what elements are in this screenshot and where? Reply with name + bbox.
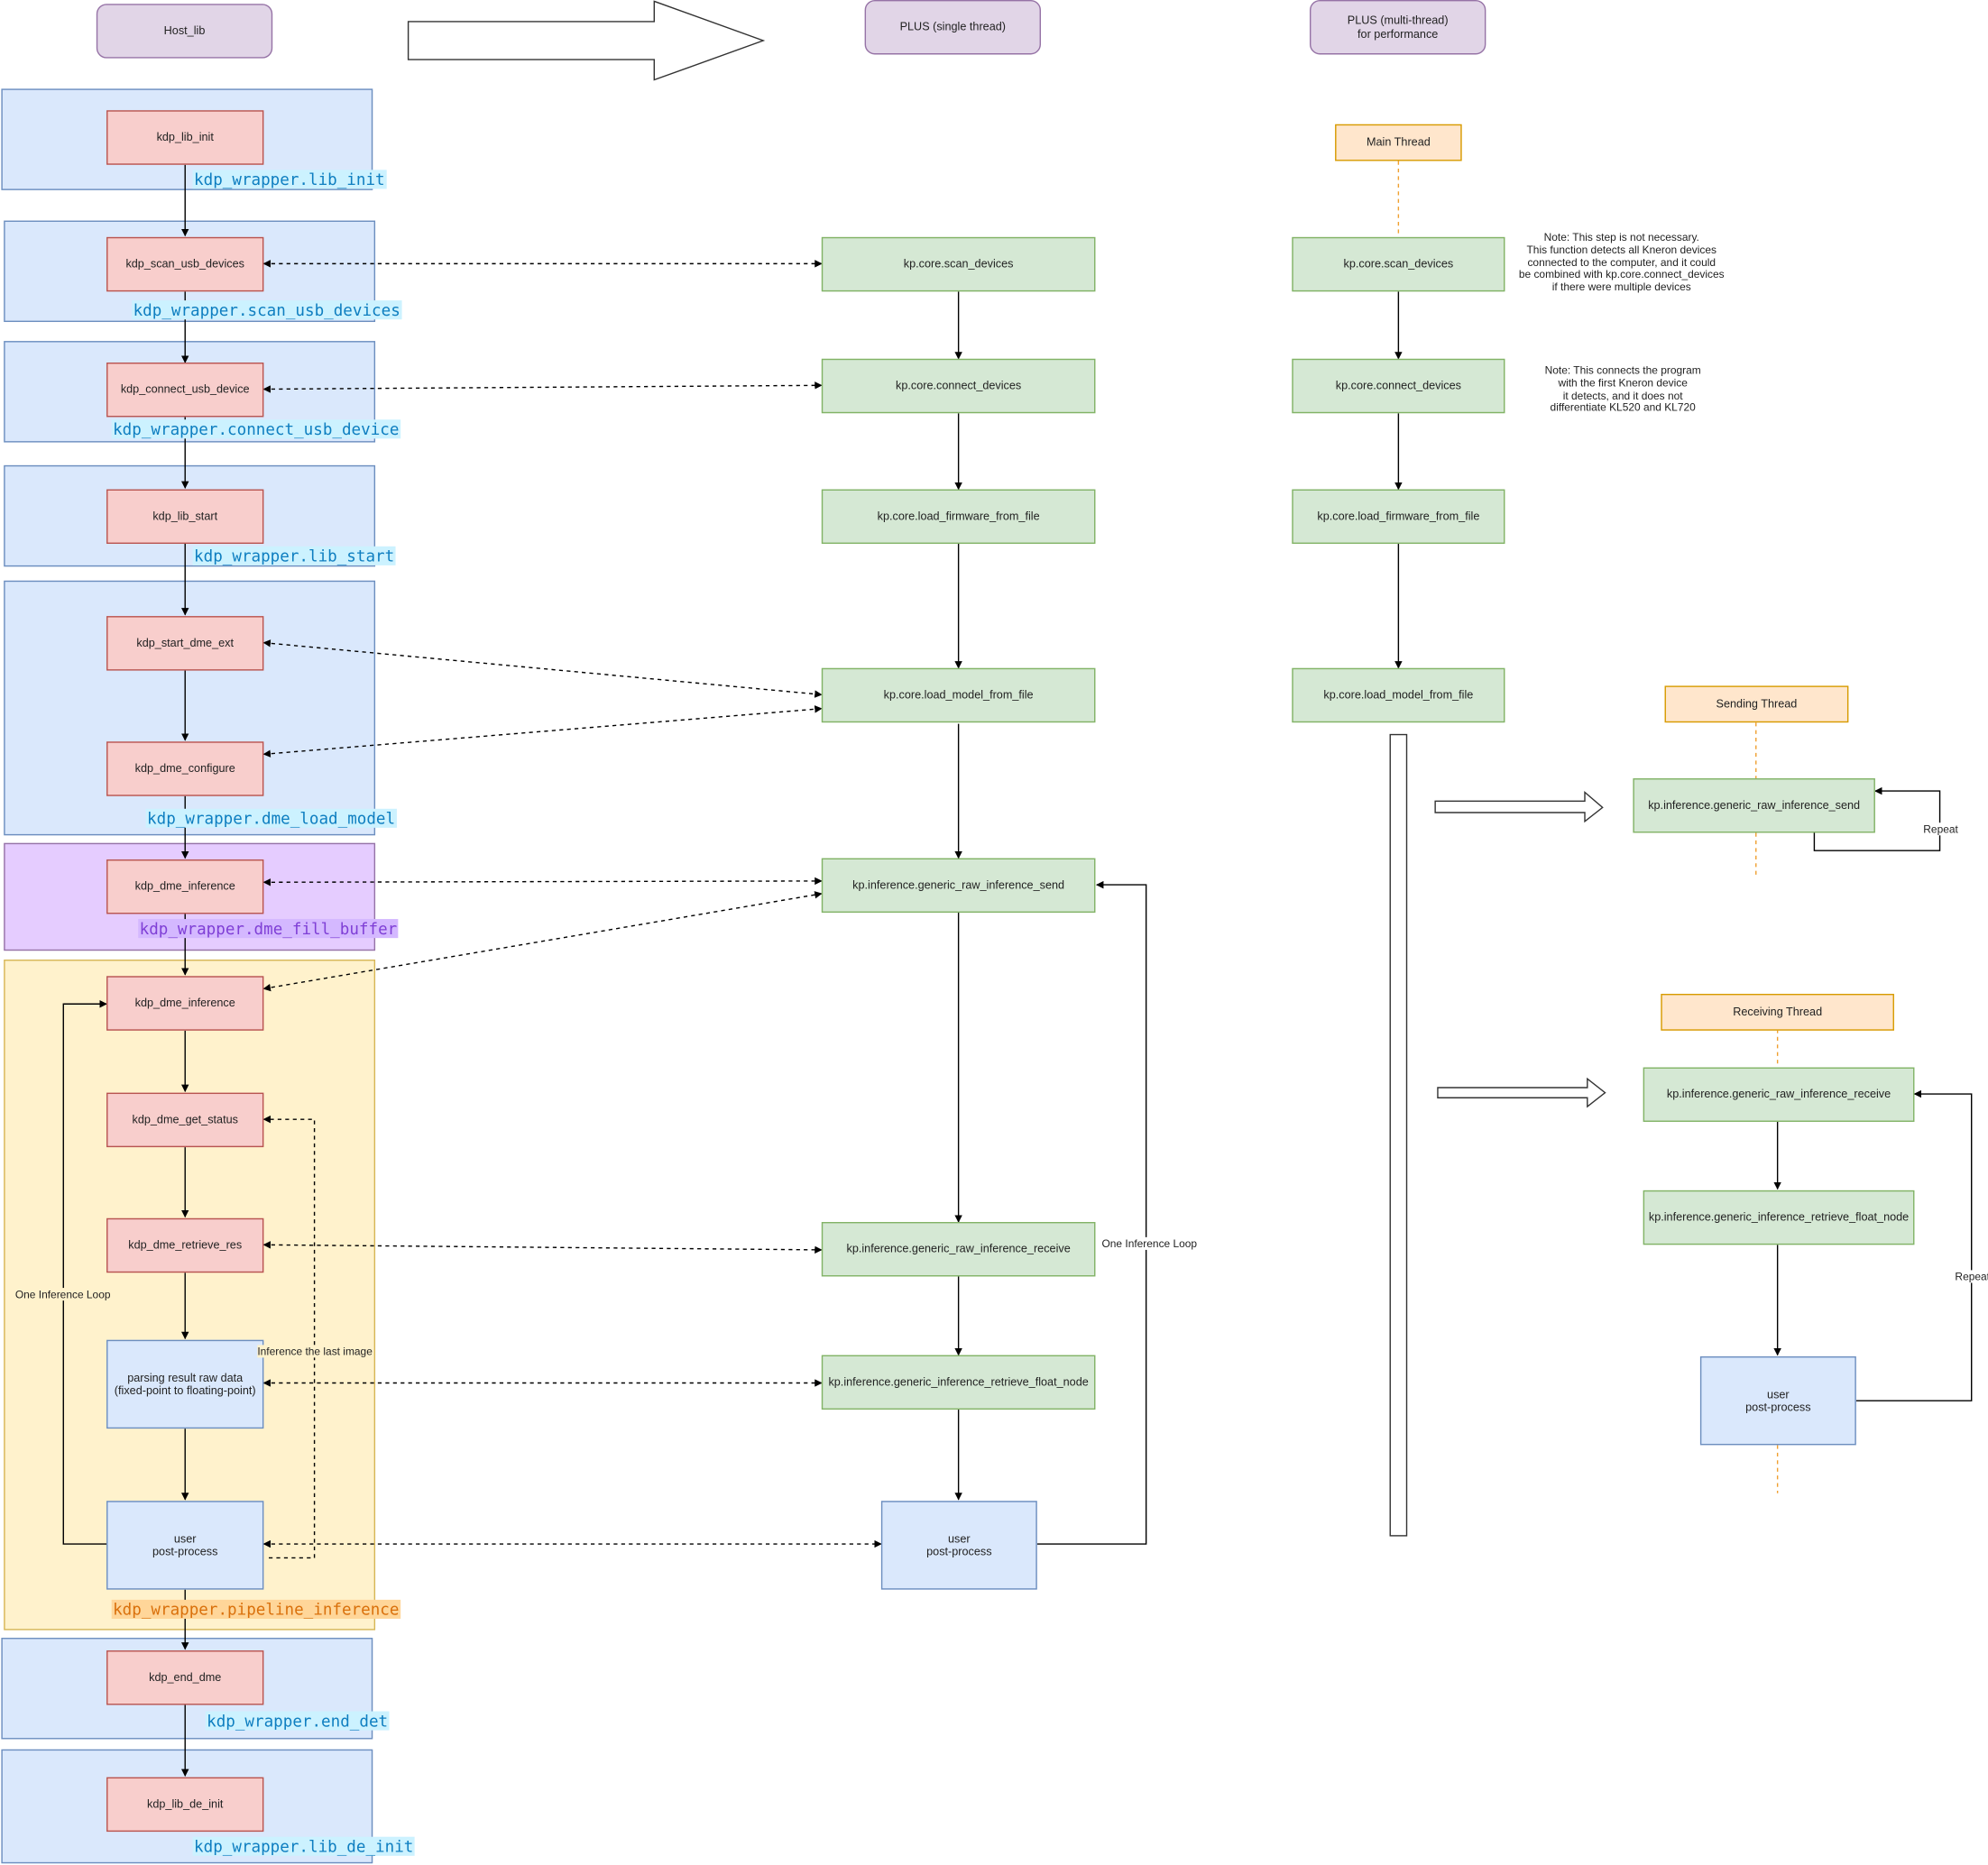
note-scan-devices: Note: This step is not necessary. This f… [1518,230,1725,293]
header-plus-single: PLUS (single thread) [864,0,1041,55]
host-inference-loop-label: One Inference Loop [14,1288,111,1301]
repeat-receive-label: Repeat [1955,1270,1988,1283]
node-main-thread: Main Thread [1335,124,1462,161]
node-kdp-end-dme: kdp_end_dme [106,1650,264,1705]
node-multi-retrieve-float-node: kp.inference.generic_inference_retrieve_… [1643,1190,1915,1245]
edge-repeat-receive [1855,1089,1973,1401]
edge-dash-inference [262,891,823,992]
node-host-user-post-process: user post-process [106,1501,264,1590]
node-kdp-dme-inference-loop: kdp_dme_inference [106,976,264,1031]
node-kdp-start-dme-ext: kdp_start_dme_ext [106,616,264,671]
arrow-to-sending [1434,790,1604,823]
node-multi-load-firmware: kp.core.load_firmware_from_file [1292,489,1505,545]
wrapper-label-lib-de-init: kdp_wrapper.lib_de_init [192,1836,415,1856]
edge-dash-start-dme [262,639,823,698]
node-multi-scan-devices: kp.core.scan_devices [1292,236,1505,292]
edge-host-loop [62,1000,107,1545]
node-single-user-post-process: user post-process [880,1501,1037,1590]
note-connect-devices: Note: This connects the program with the… [1544,363,1701,414]
wrapper-label-scan-usb-devices: kdp_wrapper.scan_usb_devices [132,300,402,320]
wrapper-label-lib-init: kdp_wrapper.lib_init [192,170,387,189]
edge-repeat-send [1813,786,1941,851]
node-kdp-lib-de-init: kdp_lib_de_init [106,1777,264,1833]
header-host-lib: Host_lib [96,4,273,59]
node-kdp-dme-get-status: kdp_dme_get_status [106,1092,264,1148]
node-kdp-lib-start: kdp_lib_start [106,489,264,545]
edge-dash-retrieve [262,1241,823,1254]
edge-dash-last-image [262,1115,316,1559]
main-thread-activation-bar [1389,733,1408,1537]
node-multi-inference-receive: kp.inference.generic_raw_inference_recei… [1643,1067,1915,1122]
edge-dash-connect [262,381,823,393]
node-multi-inference-send: kp.inference.generic_raw_inference_send [1633,778,1875,833]
node-sending-thread: Sending Thread [1664,685,1849,723]
edge-single-loop [1036,880,1147,1545]
node-kdp-dme-retrieve-res: kdp_dme_retrieve_res [106,1217,264,1273]
node-parsing-result: parsing result raw data (fixed-point to … [106,1339,264,1429]
node-kdp-dme-configure: kdp_dme_configure [106,741,264,796]
wrapper-label-end-det: kdp_wrapper.end_det [205,1711,390,1731]
node-single-retrieve-float-node: kp.inference.generic_inference_retrieve_… [821,1355,1096,1410]
node-multi-connect-devices: kp.core.connect_devices [1292,358,1505,414]
node-single-load-model: kp.core.load_model_from_file [821,667,1096,723]
node-multi-user-post-process: user post-process [1699,1355,1856,1446]
node-single-scan-devices: kp.core.scan_devices [821,236,1096,292]
arrow-to-receiving [1437,1077,1606,1108]
repeat-send-label: Repeat [1923,822,1958,836]
node-multi-load-model: kp.core.load_model_from_file [1292,667,1505,723]
node-kdp-connect-usb-device: kdp_connect_usb_device [106,363,264,418]
wrapper-label-connect-usb-device: kdp_wrapper.connect_usb_device [111,419,400,439]
node-kdp-lib-init: kdp_lib_init [106,110,264,165]
wrapper-label-lib-start: kdp_wrapper.lib_start [192,546,396,565]
single-inference-loop-label: One Inference Loop [1101,1236,1198,1250]
node-kdp-dme-inference-fill: kdp_dme_inference [106,859,264,914]
node-receiving-thread: Receiving Thread [1661,993,1894,1031]
node-kdp-scan-usb-devices: kdp_scan_usb_devices [106,236,264,292]
node-single-load-firmware: kp.core.load_firmware_from_file [821,489,1096,545]
edge-dash-fill-buffer [262,877,823,887]
edge-dash-configure [262,705,823,758]
big-right-arrow [407,0,766,81]
node-single-inference-send: kp.inference.generic_raw_inference_send [821,858,1096,914]
node-single-connect-devices: kp.core.connect_devices [821,358,1096,414]
header-plus-multi: PLUS (multi-thread) for performance [1309,0,1486,55]
wrapper-label-dme-load-model: kdp_wrapper.dme_load_model [145,808,397,828]
host-last-image-label: Inference the last image [257,1345,373,1358]
wrapper-label-dme-fill-buffer: kdp_wrapper.dme_fill_buffer [138,919,399,939]
wrapper-label-pipeline-inference: kdp_wrapper.pipeline_inference [111,1599,400,1619]
node-single-inference-receive: kp.inference.generic_raw_inference_recei… [821,1221,1096,1277]
